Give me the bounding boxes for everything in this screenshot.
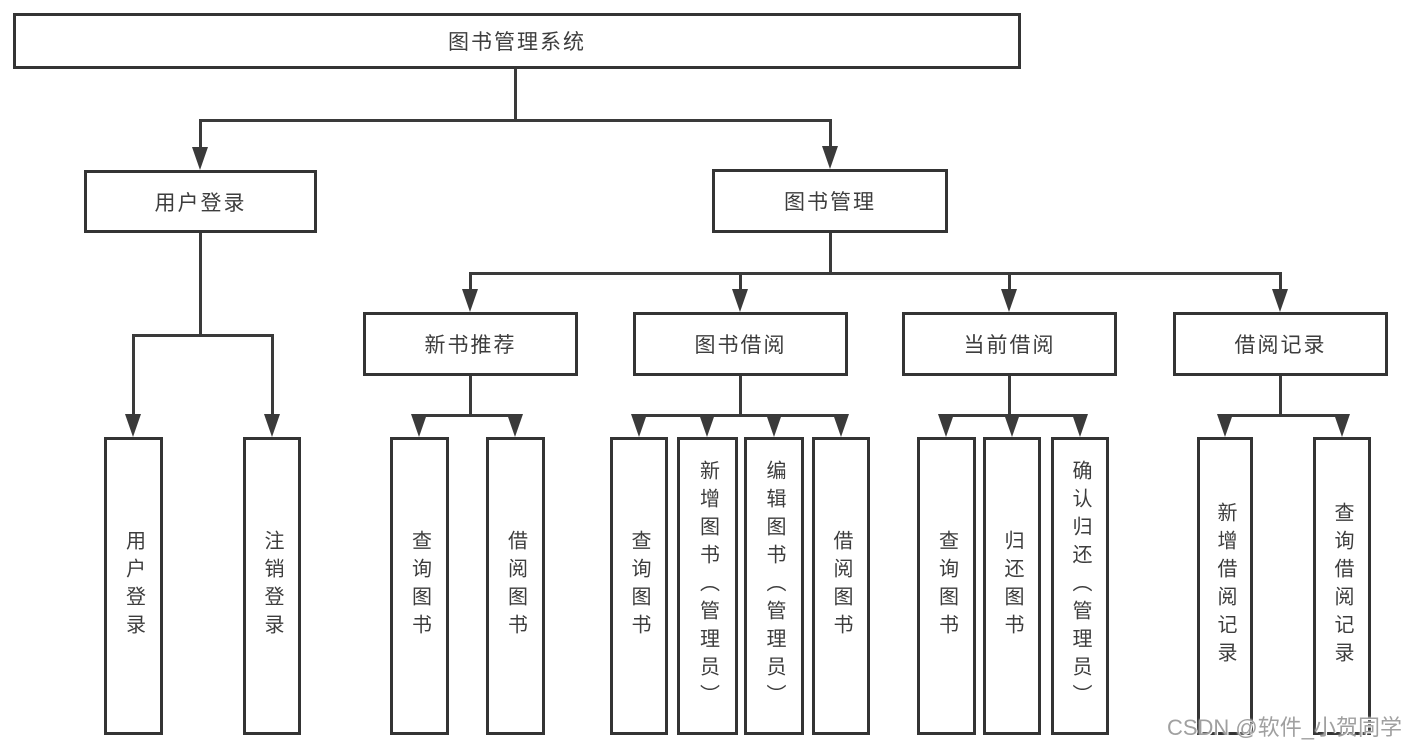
node-root: 图书管理系统 (13, 13, 1021, 69)
leaf-query-books-borrowing: 查询图书 (610, 437, 668, 735)
connector-leaf-bus (1224, 414, 1344, 417)
arrow-down-icon (1004, 414, 1020, 437)
leaf-query-books-recommend: 查询图书 (390, 437, 449, 735)
node-root-label: 图书管理系统 (448, 31, 586, 54)
arrow-down-icon (1272, 289, 1288, 312)
connector-level2-bus (199, 119, 832, 122)
arrow-down-icon (631, 414, 647, 437)
connector-section-stem (1008, 374, 1011, 417)
node-book-management: 图书管理 (712, 169, 948, 233)
connector-level3-bus (469, 272, 1282, 275)
arrow-down-icon (732, 289, 748, 312)
arrow-down-icon (1001, 289, 1017, 312)
node-book-management-label: 图书管理 (784, 191, 876, 214)
node-borrowing-records: 借阅记录 (1173, 312, 1388, 376)
leaf-user-login: 用户登录 (104, 437, 163, 735)
connector-section-stem (469, 374, 472, 417)
connector-section-stem (739, 374, 742, 417)
arrow-down-icon (766, 414, 782, 437)
leaf-label: 编辑图书（管理员） (763, 460, 785, 712)
leaf-return-books: 归还图书 (983, 437, 1041, 735)
leaf-query-borrow-record: 查询借阅记录 (1313, 437, 1371, 735)
arrow-down-icon (1334, 414, 1350, 437)
leaf-add-books-admin: 新增图书（管理员） (677, 437, 738, 735)
arrow-down-icon (833, 414, 849, 437)
connector-to-section (469, 272, 472, 292)
leaf-add-borrow-record: 新增借阅记录 (1197, 437, 1253, 735)
leaf-label: 用户登录 (122, 530, 145, 642)
connector-to-section (739, 272, 742, 292)
leaf-label: 借阅图书 (830, 530, 852, 642)
arrow-down-icon (1217, 414, 1233, 437)
leaf-borrow-books-recommend: 借阅图书 (486, 437, 545, 735)
leaf-label: 新增图书（管理员） (696, 460, 719, 712)
connector-section-stem (1279, 374, 1282, 417)
arrow-down-icon (938, 414, 954, 437)
connector-leaf-bus (418, 414, 518, 417)
connector-root-stem (514, 67, 517, 122)
node-user-login: 用户登录 (84, 170, 317, 233)
connector-to-section (1008, 272, 1011, 292)
node-current-borrowing: 当前借阅 (902, 312, 1117, 376)
node-borrowing-records-label: 借阅记录 (1234, 334, 1327, 357)
leaf-label: 查询图书 (628, 530, 650, 642)
leaf-edit-books-admin: 编辑图书（管理员） (744, 437, 804, 735)
connector-to-user-login (199, 119, 202, 151)
node-book-borrowing-label: 图书借阅 (694, 334, 787, 357)
arrow-down-icon (462, 289, 478, 312)
connector-user-login-stem (199, 231, 202, 336)
node-new-book-recommend: 新书推荐 (363, 312, 578, 376)
leaf-label: 归还图书 (1001, 530, 1023, 642)
leaf-label: 借阅图书 (504, 530, 527, 642)
arrow-down-icon (699, 414, 715, 437)
arrow-down-icon (822, 146, 838, 169)
connector-to-book-management (829, 119, 832, 150)
connector-book-management-stem (829, 231, 832, 275)
arrow-down-icon (411, 414, 427, 437)
connector-to-leaf (132, 334, 135, 416)
node-book-borrowing: 图书借阅 (633, 312, 848, 376)
leaf-confirm-return-admin: 确认归还（管理员） (1051, 437, 1109, 735)
leaf-query-books-current: 查询图书 (917, 437, 976, 735)
node-new-book-recommend-label: 新书推荐 (424, 334, 517, 357)
leaf-label: 确认归还（管理员） (1069, 460, 1091, 712)
arrow-down-icon (264, 414, 280, 437)
arrow-down-icon (192, 147, 208, 170)
leaf-label: 查询图书 (935, 530, 958, 642)
leaf-label: 新增借阅记录 (1214, 502, 1236, 670)
arrow-down-icon (507, 414, 523, 437)
connector-user-login-bus (132, 334, 274, 337)
leaf-borrow-books: 借阅图书 (812, 437, 870, 735)
connector-leaf-bus (638, 414, 843, 417)
arrow-down-icon (125, 414, 141, 437)
leaf-logout: 注销登录 (243, 437, 301, 735)
leaf-label: 注销登录 (261, 530, 283, 642)
arrow-down-icon (1072, 414, 1088, 437)
connector-to-section (1279, 272, 1282, 292)
leaf-label: 查询图书 (408, 530, 431, 642)
watermark: CSDN @软件_小贺同学 (1166, 715, 1402, 740)
node-user-login-label: 用户登录 (154, 191, 247, 215)
leaf-label: 查询借阅记录 (1331, 502, 1353, 670)
connector-to-leaf (271, 334, 274, 416)
node-current-borrowing-label: 当前借阅 (963, 334, 1056, 357)
